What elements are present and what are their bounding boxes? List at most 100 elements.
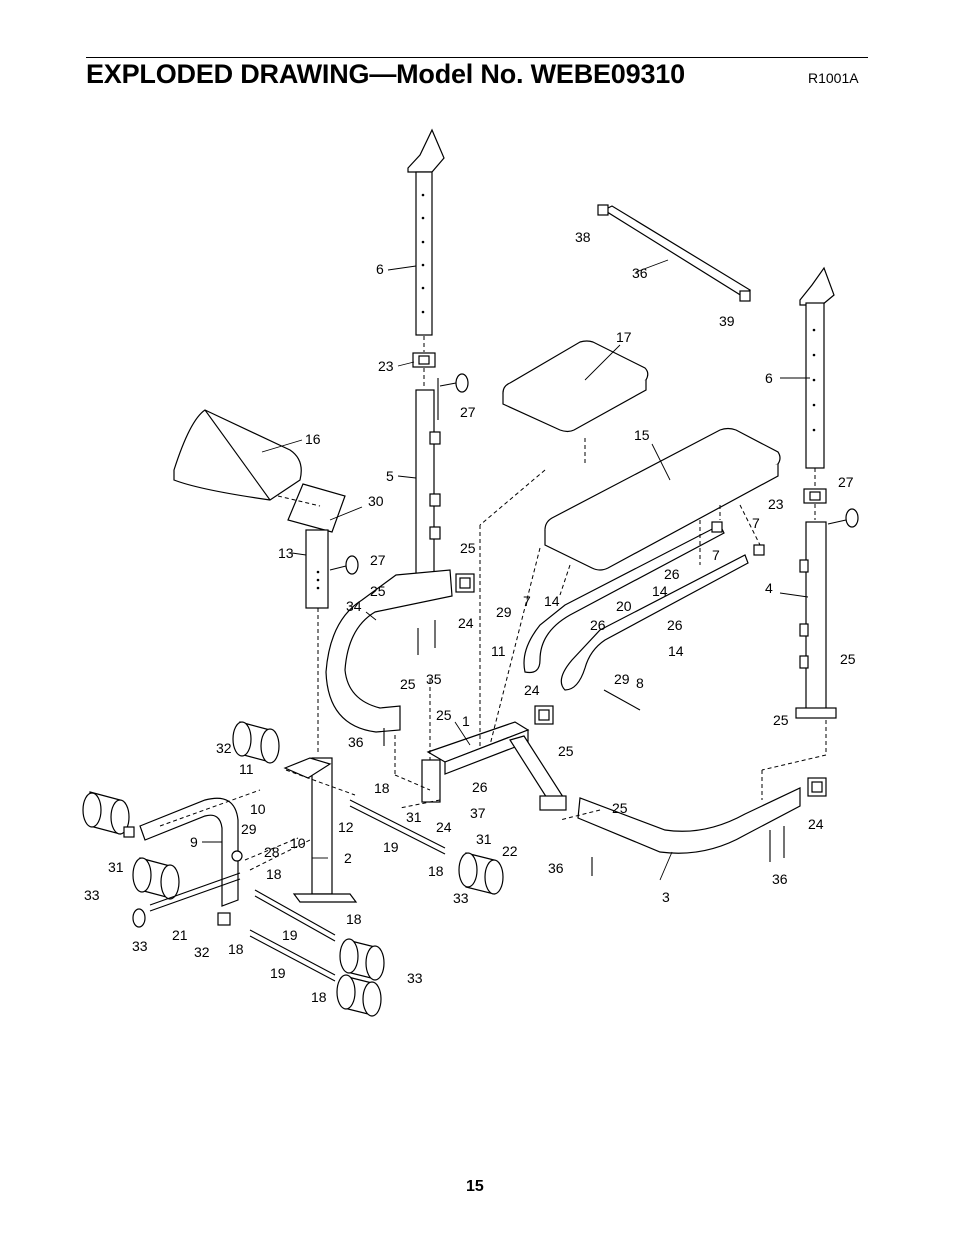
callout-31-top: 30: [368, 493, 384, 509]
callout-24-top: 24: [458, 615, 474, 631]
callout-3: 3: [662, 889, 670, 905]
callout-23-left: 23: [378, 358, 394, 374]
part-27-preacher-knob: [329, 555, 359, 575]
callout-21: 21: [172, 927, 188, 943]
callout-7-c: 7: [523, 593, 531, 609]
callout-39-top: 38: [575, 229, 591, 245]
part-24-front-cap: [807, 777, 827, 797]
callout-25-b: 25: [370, 583, 386, 599]
page-number: 15: [466, 1178, 484, 1195]
callout-4: 4: [765, 580, 773, 596]
callout-36-b: 36: [348, 734, 364, 750]
callout-18-a: 18: [374, 780, 390, 796]
callout-12: 12: [338, 819, 354, 835]
callout-33-a: 32: [216, 740, 232, 756]
callout-2: 2: [344, 850, 352, 866]
callout-15: 15: [634, 427, 650, 443]
part-23-left-cap: [412, 352, 436, 368]
callout-8: 8: [636, 675, 644, 691]
callout-7-b: 7: [712, 547, 720, 563]
callout-26-c: 26: [667, 617, 683, 633]
callout-20: 20: [616, 598, 632, 614]
part-6-right-upright-top: [799, 266, 835, 469]
page-title: EXPLODED DRAWING—Model No. WEBE09310: [86, 59, 685, 89]
part-27-left-knob: [439, 373, 469, 393]
callout-36-c: 36: [548, 860, 564, 876]
callout-10-b: 10: [290, 835, 306, 851]
callout-31-mid: 31: [406, 809, 422, 825]
callout-9: 9: [190, 834, 198, 850]
part-4-right-upright-lower: [795, 521, 837, 719]
callout-14-a: 14: [652, 583, 668, 599]
callout-17: 16: [305, 431, 321, 447]
callout-19-b: 19: [282, 927, 298, 943]
assembly-dashes: [159, 469, 701, 871]
callout-18-f: 18: [311, 989, 327, 1005]
callout-25-g: 25: [558, 743, 574, 759]
part-13-preacher-post: [287, 483, 346, 609]
callout-10-a: 10: [250, 801, 266, 817]
callout-27-mid: 27: [370, 552, 386, 568]
hardware-small-parts: [123, 378, 785, 928]
callout-24-bottom: 24: [808, 816, 824, 832]
callout-33-d: 33: [407, 970, 423, 986]
callout-25-i: 24: [436, 819, 452, 835]
part-24-frame-cap: [455, 573, 475, 593]
callout-26-d: 26: [472, 779, 488, 795]
part-2-leg-post: [283, 757, 358, 903]
callout-leaders: [202, 259, 810, 881]
callout-19-a: 19: [383, 839, 399, 855]
part-16-seat-pad: [502, 340, 649, 433]
callout-25-c: 25: [400, 676, 416, 692]
callout-39-bottom: 39: [719, 313, 735, 329]
part-6-left-upright-top: [407, 128, 445, 336]
callout-25-a: 25: [460, 540, 476, 556]
callout-11-b: 11: [491, 643, 506, 659]
callout-6-right: 6: [765, 370, 773, 386]
part-27-right-knob: [827, 508, 859, 528]
callout-37: 36: [632, 265, 648, 281]
callout-26-a: 26: [664, 566, 680, 582]
callout-29-b: 29: [614, 671, 630, 687]
callout-18-c: 18: [428, 863, 444, 879]
callout-32-a: 31: [108, 859, 124, 875]
callout-31-bottom: 31: [476, 831, 492, 847]
callout-14-c: 14: [668, 643, 684, 659]
callout-28: 28: [264, 844, 280, 860]
part-9-leg-frame: [139, 797, 239, 907]
part-35-curved-frame: [325, 569, 453, 733]
part-24-center-cap: [534, 705, 554, 725]
callout-35: 34: [346, 598, 362, 614]
callout-11-a: 11: [239, 761, 254, 777]
callout-29-a: 29: [496, 604, 512, 620]
callout-1: 1: [462, 713, 470, 729]
callout-22: 22: [502, 843, 518, 859]
part-20-backrest-frame: [523, 524, 749, 691]
callout-33-c: 33: [453, 890, 469, 906]
part-33-rollers: [82, 721, 504, 1017]
header-rule: [86, 57, 868, 58]
callout-38: 37: [470, 805, 486, 821]
callout-25-e: 25: [840, 651, 856, 667]
callout-27-left: 27: [460, 404, 476, 420]
callout-33-b: 33: [84, 887, 100, 903]
callout-25-d: 25: [436, 707, 452, 723]
callout-6-left: 6: [376, 261, 384, 277]
part-19-rods: [149, 799, 446, 982]
callout-26-b: 26: [590, 617, 606, 633]
drawing-code: R1001A: [808, 70, 859, 86]
part-3-front-frame: [577, 787, 801, 854]
part-7-right-caps: [711, 521, 765, 556]
callout-32-b: 32: [194, 944, 210, 960]
callout-36-a: 35: [426, 671, 442, 687]
part-37-crossbar: [597, 204, 752, 302]
callout-24-mid: 24: [524, 682, 540, 698]
callout-16: 17: [616, 329, 632, 345]
callout-34: 33: [132, 938, 148, 954]
callout-25-h: 25: [612, 800, 628, 816]
callout-14-b: 14: [544, 593, 560, 609]
callout-25-f: 25: [773, 712, 789, 728]
callout-19-c: 19: [270, 965, 286, 981]
callout-23-right: 23: [768, 496, 784, 512]
